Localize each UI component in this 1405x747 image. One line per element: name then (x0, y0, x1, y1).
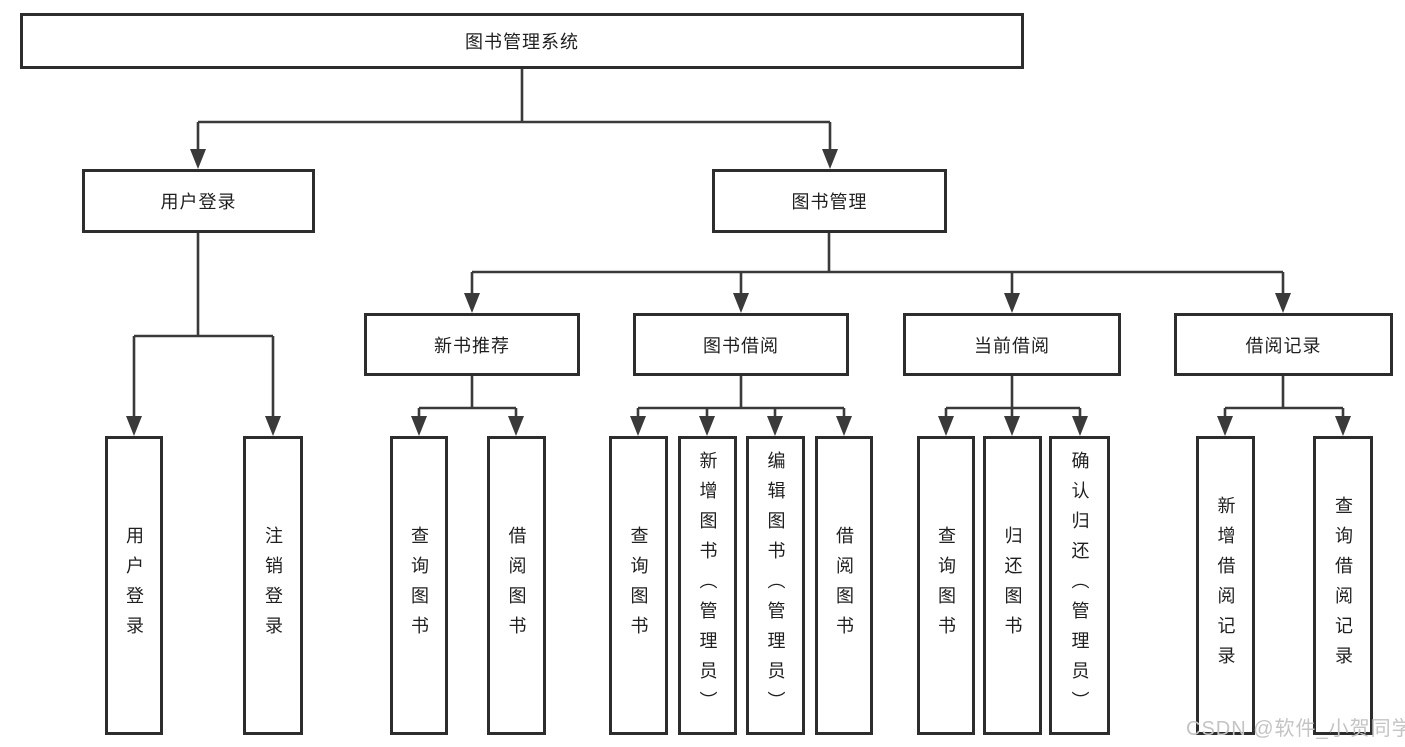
node-current-borrowing: 当前借阅 (903, 313, 1121, 376)
leaf-add-borrow-record: 新增借阅记录 (1196, 436, 1255, 735)
leaf-borrow-books-recommend: 借阅图书 (487, 436, 546, 735)
node-label: 当前借阅 (974, 335, 1050, 356)
leaf-user-login: 用户登录 (105, 436, 163, 735)
node-root-system: 图书管理系统 (20, 13, 1024, 69)
leaf-confirm-return-admin: 确认归还（管理员） (1049, 436, 1110, 735)
leaf-query-books-current: 查询图书 (917, 436, 975, 735)
leaf-edit-books-admin: 编辑图书（管理员） (746, 436, 805, 735)
leaf-borrow-books: 借阅图书 (815, 436, 873, 735)
node-label: 查询图书 (409, 525, 429, 646)
leaf-return-books: 归还图书 (983, 436, 1042, 735)
node-borrowing-records: 借阅记录 (1174, 313, 1393, 376)
leaf-query-borrow-record: 查询借阅记录 (1313, 436, 1373, 735)
csdn-watermark: CSDN @软件_小贺同学 (1186, 718, 1405, 740)
node-label: 用户登录 (124, 525, 144, 646)
node-label: 图书管理 (791, 192, 868, 212)
leaf-query-books-recommend: 查询图书 (390, 436, 448, 735)
node-label: 借阅记录 (1245, 335, 1322, 356)
node-new-book-recommend: 新书推荐 (364, 313, 580, 376)
node-label: 确认归还（管理员） (1069, 450, 1090, 721)
node-label: 注销登录 (263, 525, 283, 646)
node-label: 查询图书 (936, 525, 956, 646)
node-label: 图书借阅 (703, 335, 779, 356)
node-label: 用户登录 (160, 192, 237, 212)
node-label: 查询图书 (628, 525, 649, 646)
node-book-management: 图书管理 (712, 169, 947, 233)
node-label: 新增图书（管理员） (697, 450, 718, 721)
node-label: 查询借阅记录 (1333, 495, 1353, 676)
node-label: 归还图书 (1002, 525, 1023, 646)
node-label: 图书管理系统 (465, 32, 579, 52)
leaf-query-books-borrowing: 查询图书 (609, 436, 668, 735)
leaf-add-books-admin: 新增图书（管理员） (678, 436, 737, 735)
node-label: 借阅图书 (834, 525, 854, 646)
leaf-logout: 注销登录 (243, 436, 303, 735)
node-label: 新增借阅记录 (1215, 495, 1236, 676)
node-label: 借阅图书 (506, 525, 527, 646)
node-label: 新书推荐 (434, 335, 510, 356)
node-book-borrowing: 图书借阅 (633, 313, 849, 376)
node-label: 编辑图书（管理员） (765, 450, 786, 721)
node-user-login: 用户登录 (82, 169, 315, 233)
